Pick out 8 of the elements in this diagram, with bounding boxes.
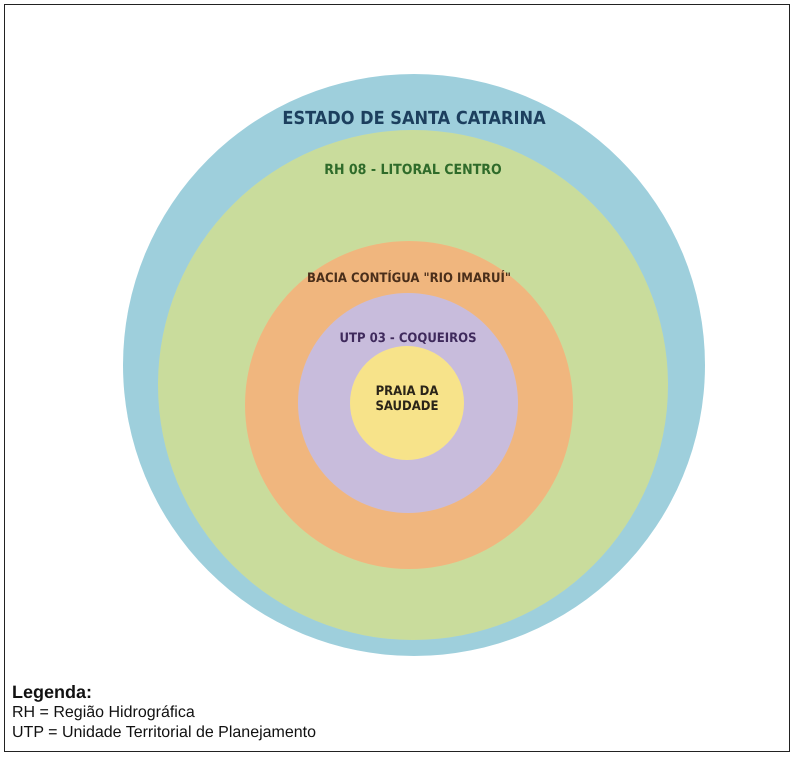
region-label: PRAIA DA SAUDADE bbox=[374, 384, 440, 414]
legend-entry: UTP = Unidade Territorial de Planejamento bbox=[12, 724, 316, 742]
region-label: BACIA CONTÍGUA "RIO IMARUÍ" bbox=[307, 271, 511, 286]
legend-entry: RH = Região Hidrográfica bbox=[12, 704, 195, 722]
region-label: RH 08 - LITORAL CENTRO bbox=[324, 162, 502, 178]
region-label: ESTADO DE SANTA CATARINA bbox=[282, 108, 546, 129]
region-label: UTP 03 - COQUEIROS bbox=[339, 331, 477, 346]
legend-heading: Legenda: bbox=[12, 682, 92, 703]
